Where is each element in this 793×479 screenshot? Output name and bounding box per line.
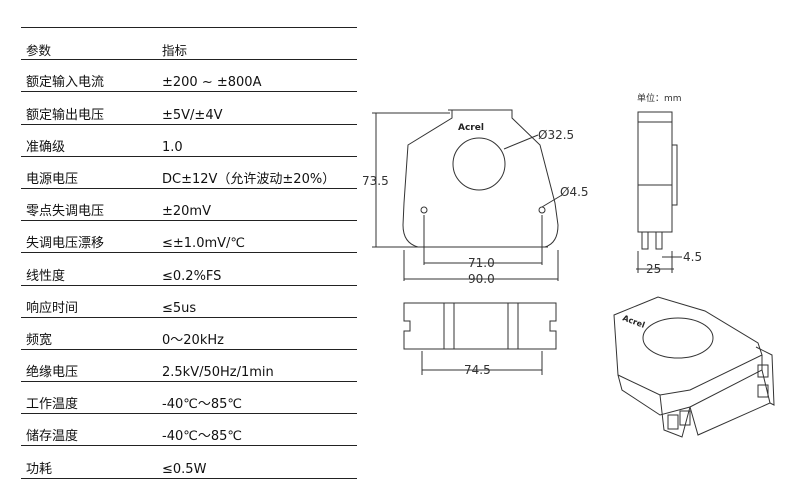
dim-width: 90.0 bbox=[468, 272, 495, 286]
dim-height: 73.5 bbox=[362, 174, 389, 188]
dim-pitch: 71.0 bbox=[468, 256, 495, 270]
spec-row: 功耗≤0.5W bbox=[21, 445, 357, 479]
perspective-view: Acrel bbox=[613, 296, 775, 438]
dim-pin-diameter: Ø4.5 bbox=[560, 185, 589, 199]
dimension-drawing: Acrel 73.5 Ø32.5 Ø4.5 71.0 90.0 单位：mm 25 bbox=[362, 92, 775, 438]
iso-hole bbox=[642, 317, 714, 359]
spec-value: ±200 ~ ±800A bbox=[162, 59, 357, 93]
spec-param: 失调电压漂移 bbox=[21, 220, 162, 254]
spec-param: 额定输入电流 bbox=[21, 59, 162, 93]
dim-bottom-width: 74.5 bbox=[464, 363, 491, 377]
spec-value: ≤0.2%FS bbox=[162, 252, 357, 286]
spec-value: -40℃～85℃ bbox=[162, 413, 357, 447]
spec-param: 工作温度 bbox=[21, 381, 162, 415]
side-view: 单位：mm 25 4.5 bbox=[636, 92, 702, 276]
spec-header-row: 参数 指标 bbox=[21, 26, 357, 61]
spec-value: ±20mV bbox=[162, 187, 357, 222]
bottom-view: 74.5 bbox=[403, 302, 557, 377]
spec-value: -40℃～85℃ bbox=[162, 381, 357, 415]
dim-pin: 4.5 bbox=[683, 250, 702, 264]
spec-param: 准确级 bbox=[21, 123, 162, 157]
spec-param: 响应时间 bbox=[21, 284, 162, 318]
spec-value: ≤0.5W bbox=[162, 445, 357, 479]
spec-row: 储存温度-40℃～85℃ bbox=[21, 413, 357, 447]
iso-brand: Acrel bbox=[621, 313, 646, 329]
spec-param: 电源电压 bbox=[21, 155, 162, 189]
front-brand: Acrel bbox=[458, 123, 484, 133]
spec-param: 频宽 bbox=[21, 316, 162, 350]
header-value: 指标 bbox=[162, 26, 357, 61]
spec-value: 2.5kV/50Hz/1min bbox=[162, 348, 357, 383]
spec-row: 工作温度-40℃～85℃ bbox=[21, 381, 357, 415]
spec-value: DC±12V（允许波动±20%） bbox=[162, 155, 357, 189]
front-view: Acrel 73.5 Ø32.5 Ø4.5 71.0 90.0 bbox=[362, 109, 589, 286]
spec-row: 额定输出电压±5V/±4V bbox=[21, 91, 357, 125]
spec-value: ±5V/±4V bbox=[162, 91, 357, 125]
dim-depth: 25 bbox=[646, 262, 661, 276]
unit-label: 单位：mm bbox=[637, 92, 682, 104]
spec-param: 绝缘电压 bbox=[21, 348, 162, 383]
spec-row: 失调电压漂移≤±1.0mV/℃ bbox=[21, 220, 357, 254]
header-param: 参数 bbox=[21, 26, 162, 61]
spec-param: 零点失调电压 bbox=[21, 187, 162, 222]
bottom-outline bbox=[403, 302, 557, 350]
spec-value: ≤5us bbox=[162, 284, 357, 318]
pin-hole-left bbox=[420, 206, 428, 214]
spec-param: 储存温度 bbox=[21, 413, 162, 447]
iso-top-face bbox=[613, 296, 763, 396]
spec-row: 响应时间≤5us bbox=[21, 284, 357, 318]
spec-param: 功耗 bbox=[21, 445, 162, 479]
spec-param: 额定输出电压 bbox=[21, 91, 162, 125]
spec-row: 线性度≤0.2%FS bbox=[21, 252, 357, 286]
spec-row: 零点失调电压±20mV bbox=[21, 187, 357, 222]
spec-param: 线性度 bbox=[21, 252, 162, 286]
dim-hole-diameter: Ø32.5 bbox=[538, 128, 574, 142]
spec-row: 额定输入电流±200 ~ ±800A bbox=[21, 59, 357, 93]
spec-value: ≤±1.0mV/℃ bbox=[162, 220, 357, 254]
pin-hole-right bbox=[538, 206, 546, 214]
spec-value: 0～20kHz bbox=[162, 316, 357, 350]
center-hole bbox=[452, 137, 506, 191]
spec-value: 1.0 bbox=[162, 123, 357, 157]
